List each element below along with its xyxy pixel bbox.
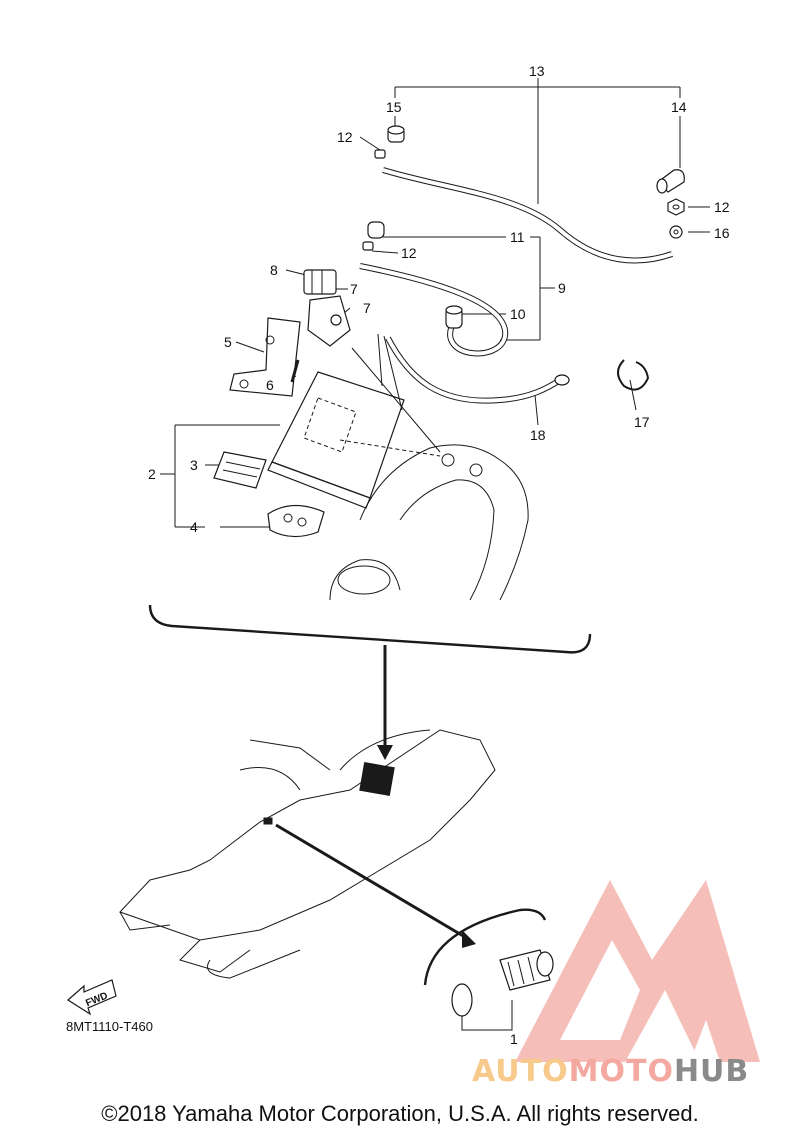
callout-18: 18: [530, 427, 546, 443]
callout-16: 16: [714, 225, 730, 241]
nut-12b-icon: [362, 149, 386, 251]
washer-16-icon: [669, 225, 683, 239]
watermark-part-1: AUTO: [472, 1054, 569, 1089]
callout-1: 1: [510, 1031, 518, 1047]
pointer-arrow-2: [275, 823, 476, 948]
nut-12-icon: [667, 198, 685, 216]
callout-2: 2: [148, 466, 156, 482]
relay-8-icon: [303, 269, 337, 295]
snowmobile-illustration: [119, 729, 496, 979]
callout-3: 3: [190, 457, 198, 473]
cable-9: [359, 263, 509, 357]
battery-icon: [267, 333, 405, 509]
watermark-part-3: HUB: [673, 1054, 750, 1089]
callout-12b: 12: [714, 199, 730, 215]
watermark-logo-icon: [515, 880, 760, 1062]
watermark-part-2: MOTO: [568, 1054, 674, 1089]
bolt-6-icon: [290, 359, 300, 383]
watermark-brand: AUTOMOTOHUB: [472, 1054, 749, 1089]
fwd-arrow-icon: FWD: [67, 979, 117, 1016]
callout-7b: 7: [363, 300, 371, 316]
socket-detail-frame: [423, 908, 547, 986]
callout-15: 15: [386, 99, 402, 115]
band-17-icon: [617, 359, 650, 391]
power-socket-icon: [451, 949, 554, 1031]
callout-12a: 12: [337, 129, 353, 145]
cable-13: [382, 167, 673, 264]
bracket-relay-icon: [307, 295, 351, 347]
cable-18: [385, 336, 570, 404]
terminal-cover-11-icon: [367, 221, 385, 239]
callout-17: 17: [634, 414, 650, 430]
battery-compartment-detail: [329, 347, 529, 601]
detail-frame: [148, 604, 592, 654]
callout-12c: 12: [401, 245, 417, 261]
copyright-notice: ©2018 Yamaha Motor Corporation, U.S.A. A…: [101, 1101, 699, 1126]
callout-9: 9: [558, 280, 566, 296]
callout-4: 4: [190, 519, 198, 535]
callout-14: 14: [671, 99, 687, 115]
bracket-5-icon: [229, 317, 301, 397]
terminal-cover-10-icon: [445, 305, 463, 329]
callout-5: 5: [224, 334, 232, 350]
drawing-code: 8MT1110-T460: [66, 1019, 153, 1034]
terminal-cover-15-icon: [387, 125, 405, 143]
callout-6: 6: [266, 377, 274, 393]
callout-8: 8: [270, 262, 278, 278]
callout-10: 10: [510, 306, 526, 322]
pointer-arrow-1: [377, 645, 393, 760]
label-3-icon: [213, 451, 267, 489]
callout-13: 13: [529, 63, 545, 79]
terminal-cover-14-icon: [656, 169, 685, 194]
parts-bag-4-icon: [267, 504, 325, 538]
callout-11: 11: [510, 229, 525, 245]
callout-7a: 7: [350, 281, 358, 297]
